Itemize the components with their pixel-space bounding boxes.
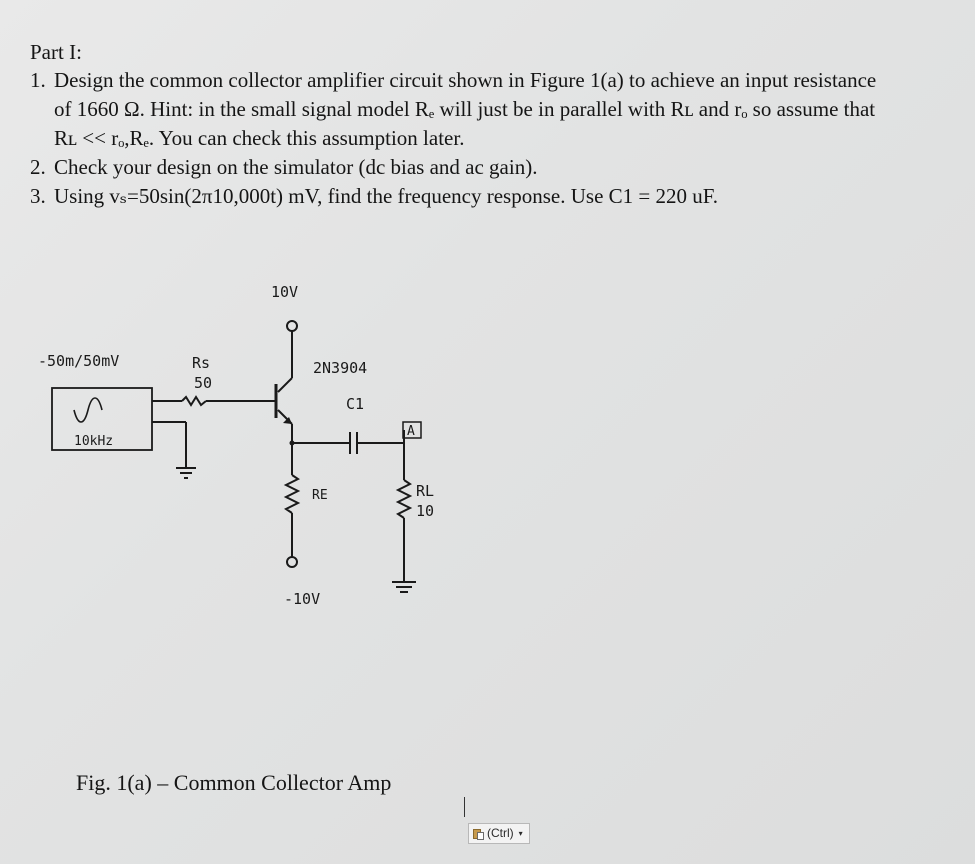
chevron-down-icon: ▾ — [518, 829, 523, 838]
source-amplitude-label: -50m/50mV — [38, 352, 119, 370]
rs-resistor — [181, 395, 207, 407]
vcc-terminal — [286, 320, 298, 332]
circuit-schematic: 10V -50m/50mV 10kHz Rs 50 2N3904 C1 RE R… — [38, 283, 434, 608]
part-title: Part I: — [30, 40, 82, 64]
emitter-arrow — [283, 417, 292, 424]
rs-value-label: 50 — [194, 374, 212, 392]
source-frequency-label: 10kHz — [74, 434, 113, 449]
vcc-label: 10V — [271, 283, 298, 301]
question-number: 2. — [30, 155, 46, 179]
c1-label: C1 — [346, 395, 364, 413]
junction-dot — [289, 440, 295, 446]
question-text-line: Check your design on the simulator (dc b… — [54, 155, 538, 179]
question-1-line-3: Rʟ << rₒ,Rₑ. You can check this assumpti… — [54, 126, 465, 150]
question-number: 3. — [30, 184, 46, 208]
rl-value-label: 10 — [416, 502, 434, 520]
re-label: RE — [312, 488, 328, 503]
figure-caption: Fig. 1(a) – Common Collector Amp — [76, 770, 392, 795]
question-text-line: Using vₛ=50sin(2π10,000t) mV, find the f… — [54, 184, 718, 208]
vee-label: -10V — [284, 590, 320, 608]
clipboard-icon — [473, 828, 484, 840]
rs-name-label: Rs — [192, 354, 210, 372]
question-1-line-2: of 1660 Ω. Hint: in the small signal mod… — [54, 97, 876, 121]
rl-name-label: RL — [416, 482, 434, 500]
question-text-line: Design the common collector amplifier ci… — [54, 68, 877, 92]
probe-box — [402, 421, 422, 439]
paste-options-button[interactable]: (Ctrl) ▾ — [468, 823, 530, 844]
transistor-label: 2N3904 — [313, 359, 367, 377]
probe-label: A — [407, 424, 415, 439]
voltage-source — [51, 387, 153, 451]
sine-symbol — [73, 397, 103, 423]
paste-options-label: (Ctrl) — [487, 826, 514, 840]
vee-terminal — [286, 556, 298, 568]
text-cursor — [464, 797, 465, 817]
re-resistor — [283, 474, 301, 514]
wire — [277, 377, 293, 393]
rl-resistor — [395, 479, 413, 519]
question-number: 1. — [30, 68, 46, 92]
